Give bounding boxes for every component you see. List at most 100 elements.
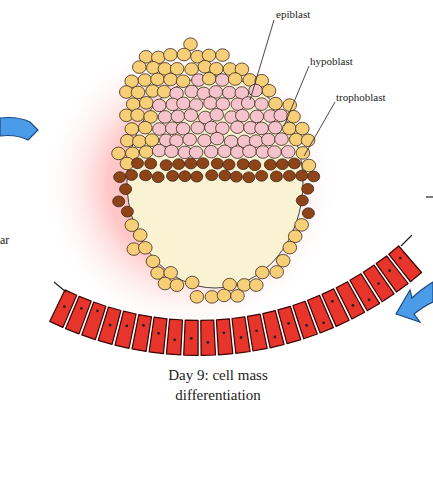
trophoblast-cell bbox=[133, 61, 147, 74]
trophoblast-cell bbox=[151, 73, 165, 86]
epiblast-cell bbox=[243, 145, 257, 158]
trophoblast-cell bbox=[139, 242, 153, 255]
trophoblast-cell bbox=[228, 73, 242, 86]
endometrium-cell bbox=[247, 314, 267, 351]
cell-nucleus bbox=[274, 336, 277, 339]
trophoblast-cell bbox=[249, 279, 263, 292]
hypoblast-cell bbox=[249, 160, 261, 171]
trophoblast-cell bbox=[176, 75, 190, 88]
trophoblast-cell bbox=[283, 241, 297, 254]
epiblast-cell bbox=[165, 145, 179, 158]
cell-nucleus bbox=[399, 257, 402, 260]
trophoblast-cell bbox=[237, 279, 251, 292]
cell-nucleus bbox=[125, 325, 128, 328]
hypoblast-cell bbox=[121, 206, 133, 217]
epiblast-cell bbox=[171, 110, 185, 123]
epiblast-cell bbox=[218, 145, 232, 158]
trophoblast-cell bbox=[133, 229, 147, 242]
cell-nucleus bbox=[388, 269, 391, 272]
tissue-edge bbox=[54, 282, 66, 292]
endometrium-cell bbox=[149, 317, 167, 353]
trophoblast-cell bbox=[287, 110, 301, 123]
hypoblast-cell bbox=[296, 170, 308, 181]
trophoblast-cell bbox=[255, 266, 269, 279]
cell-nucleus bbox=[80, 307, 83, 310]
trophoblast-cell bbox=[295, 219, 309, 232]
trophoblast-cell bbox=[270, 266, 284, 279]
process-arrow bbox=[426, 196, 433, 197]
epiblast-cell bbox=[198, 134, 212, 147]
part-label: hypoblast bbox=[310, 55, 353, 68]
endometrium-cell bbox=[50, 290, 77, 328]
endometrium-cell bbox=[232, 317, 250, 353]
trophoblast-cell bbox=[217, 289, 231, 302]
trophoblast-cell bbox=[231, 290, 245, 303]
cell-nucleus bbox=[331, 300, 334, 303]
trophoblast-cell bbox=[276, 254, 290, 267]
hypoblast-cell bbox=[120, 184, 132, 195]
hypoblast-cell bbox=[302, 208, 314, 219]
epiblast-cell bbox=[255, 122, 269, 135]
cell-nucleus bbox=[190, 337, 193, 340]
epiblast-cell bbox=[204, 145, 218, 158]
epiblast-cell bbox=[255, 98, 269, 111]
implantation-glow bbox=[40, 35, 340, 335]
trophoblast-cell bbox=[202, 49, 216, 62]
trophoblast-cell bbox=[185, 63, 199, 76]
cell-nucleus bbox=[173, 338, 176, 341]
leader-line bbox=[304, 102, 335, 156]
trophoblast-cell bbox=[158, 277, 172, 290]
epiblast-cell bbox=[189, 146, 203, 159]
process-arrow bbox=[0, 118, 38, 141]
hypoblast-cell bbox=[219, 170, 231, 181]
cell-nucleus bbox=[63, 305, 66, 308]
epiblast-cell bbox=[231, 121, 245, 134]
epiblast-cell bbox=[158, 111, 172, 124]
cell-nucleus bbox=[305, 324, 308, 327]
leader-line bbox=[284, 66, 309, 126]
hypoblast-cell bbox=[197, 158, 209, 169]
epiblast-cell bbox=[152, 144, 166, 157]
hypoblast-cell bbox=[179, 171, 191, 182]
trophoblast-cell bbox=[296, 147, 310, 160]
epiblast-cell bbox=[204, 97, 218, 110]
hypoblast-cell bbox=[113, 196, 125, 207]
epiblast-cell bbox=[249, 84, 263, 97]
hypoblast-cell bbox=[132, 158, 144, 169]
cell-nucleus bbox=[240, 336, 243, 339]
cell-nucleus bbox=[368, 298, 371, 301]
cell-nucleus bbox=[322, 321, 325, 324]
hypoblast-cell bbox=[152, 172, 164, 183]
epiblast-cell bbox=[223, 86, 237, 99]
figure-caption: Day 9: cell mass differentiation bbox=[143, 365, 293, 405]
cell-nucleus bbox=[207, 341, 210, 344]
endometrium-cell bbox=[201, 320, 216, 355]
epiblast-cell bbox=[184, 109, 198, 122]
endometrium-cell bbox=[166, 319, 182, 355]
hypoblast-cell bbox=[114, 172, 126, 183]
epiblast-cell bbox=[209, 86, 223, 99]
hypoblast-cell bbox=[223, 159, 235, 170]
epiblast-cell bbox=[191, 121, 205, 134]
epiblast-cell bbox=[153, 99, 167, 112]
trophoblast-cell bbox=[269, 97, 283, 110]
epiblast-cell bbox=[153, 123, 167, 136]
trophoblast-cell bbox=[139, 121, 153, 134]
hypoblast-cell bbox=[160, 160, 172, 171]
trophoblast-cell bbox=[205, 291, 219, 304]
endometrium-cell bbox=[216, 319, 232, 355]
epiblast-cell bbox=[185, 85, 199, 98]
hypoblast-cell bbox=[308, 171, 320, 182]
hypoblast-cell bbox=[243, 172, 255, 183]
tissue-edge bbox=[401, 235, 412, 246]
hypoblast-cell bbox=[288, 158, 300, 169]
trophoblast-cell bbox=[185, 276, 199, 289]
trophoblast-cell bbox=[302, 159, 316, 172]
trophoblast-cell bbox=[190, 291, 204, 304]
leader-line bbox=[250, 20, 274, 100]
process-arrow bbox=[396, 282, 433, 322]
hypoblast-cell bbox=[256, 170, 268, 181]
part-label: epiblast bbox=[276, 8, 310, 21]
trophoblast-cell bbox=[164, 73, 178, 86]
